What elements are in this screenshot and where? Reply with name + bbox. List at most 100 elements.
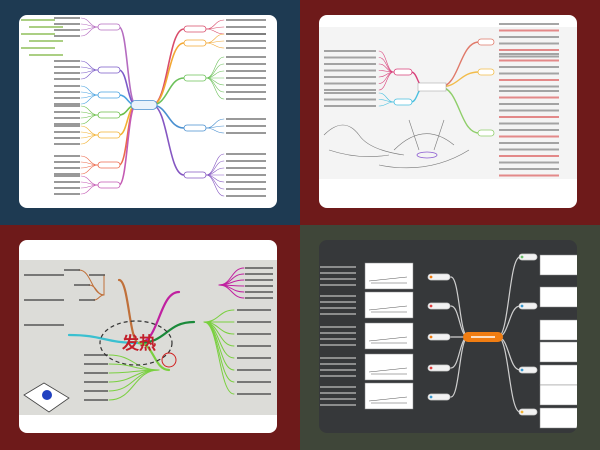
- bullet-dot: [429, 275, 433, 279]
- position-illustration: [364, 382, 414, 410]
- text-line: [499, 148, 559, 151]
- bullet-dot: [520, 410, 524, 414]
- text-line: [54, 17, 80, 19]
- text-line: [320, 392, 356, 394]
- leaf-line: [205, 127, 225, 134]
- leaf-line: [205, 118, 225, 129]
- text-line: [320, 386, 356, 388]
- center-title: 发热: [121, 333, 156, 354]
- leaf-line: [378, 101, 395, 107]
- text-line: [499, 161, 559, 164]
- leaf-line: [205, 77, 225, 93]
- leaf-line: [378, 71, 395, 91]
- text-line: [499, 49, 559, 51]
- leaf-line: [205, 42, 225, 49]
- text-line: [237, 321, 271, 323]
- text-line: [237, 393, 271, 395]
- text-line: [320, 307, 356, 309]
- text-line: [84, 372, 108, 374]
- text-line: [54, 72, 80, 74]
- text-line: [54, 78, 80, 80]
- central-topic-label: [471, 336, 495, 338]
- leaf-line: [205, 28, 225, 35]
- text-line: [245, 273, 273, 275]
- topic-node: [97, 66, 121, 74]
- text-line: [324, 56, 376, 59]
- topic-node: [427, 364, 451, 372]
- topic-node: [393, 98, 413, 106]
- text-line: [226, 188, 266, 190]
- position-illustration: [364, 262, 414, 290]
- bullet-dot: [520, 255, 524, 259]
- text-line: [237, 333, 271, 335]
- text-line: [245, 291, 273, 293]
- leaf-line: [80, 184, 99, 195]
- topic-node: [477, 129, 495, 137]
- central-topic: [417, 82, 447, 92]
- leaf-line: [78, 269, 105, 296]
- position-illustration: [539, 319, 577, 341]
- text-line: [54, 97, 80, 99]
- mindmap-card: [319, 15, 577, 208]
- text-line: [226, 167, 266, 169]
- figure-sketch: [368, 396, 408, 404]
- text-line: [226, 181, 266, 183]
- text-line: [499, 85, 559, 88]
- bullet-dot: [429, 304, 433, 308]
- text-line: [245, 285, 273, 287]
- leaf-line: [80, 26, 99, 37]
- topic-node: [427, 393, 451, 401]
- note-line: [29, 26, 63, 28]
- text-line: [320, 284, 356, 286]
- topic-node: [518, 366, 538, 374]
- text-line: [499, 168, 559, 170]
- positions-mindmap-diagram: [320, 253, 577, 429]
- text-line: [79, 299, 95, 301]
- text-line: [499, 135, 559, 138]
- leaf-line: [205, 174, 225, 197]
- text-line: [226, 63, 266, 65]
- branch-line: [137, 320, 196, 345]
- text-line: [499, 129, 559, 131]
- leaf-line: [80, 164, 99, 175]
- text-line: [324, 69, 376, 72]
- bullet-dot: [520, 304, 524, 308]
- text-line: [226, 125, 266, 127]
- panel-sketch-mindmap: [300, 0, 600, 225]
- text-line: [54, 35, 80, 37]
- topic-node: [97, 23, 121, 31]
- topic-node: [427, 302, 451, 310]
- text-line: [84, 381, 108, 383]
- position-illustration: [364, 291, 414, 319]
- branch-line: [151, 77, 185, 106]
- text-line: [245, 297, 273, 299]
- patient-sketch-left: [323, 124, 405, 157]
- text-line: [54, 23, 80, 25]
- text-line: [54, 131, 80, 133]
- text-line: [499, 29, 559, 32]
- text-line: [226, 174, 266, 176]
- text-line: [320, 363, 356, 365]
- text-line: [320, 266, 356, 268]
- branch-line: [118, 104, 137, 186]
- text-line: [226, 70, 266, 72]
- text-line: [320, 375, 356, 377]
- text-line: [24, 299, 64, 301]
- text-line: [54, 60, 80, 62]
- text-line: [226, 19, 266, 21]
- central-ellipse: [99, 320, 173, 366]
- branch-line: [67, 333, 141, 345]
- position-illustration: [539, 286, 577, 308]
- text-line: [499, 59, 559, 62]
- text-line: [24, 274, 64, 276]
- topic-node: [97, 91, 121, 99]
- text-line: [84, 363, 108, 365]
- topic-node: [97, 161, 121, 169]
- text-line: [499, 66, 559, 68]
- branch-line: [137, 290, 181, 345]
- text-line: [499, 36, 559, 38]
- figure-sketch: [368, 336, 408, 344]
- text-line: [24, 324, 64, 326]
- note-line: [29, 54, 63, 56]
- text-line: [237, 357, 271, 359]
